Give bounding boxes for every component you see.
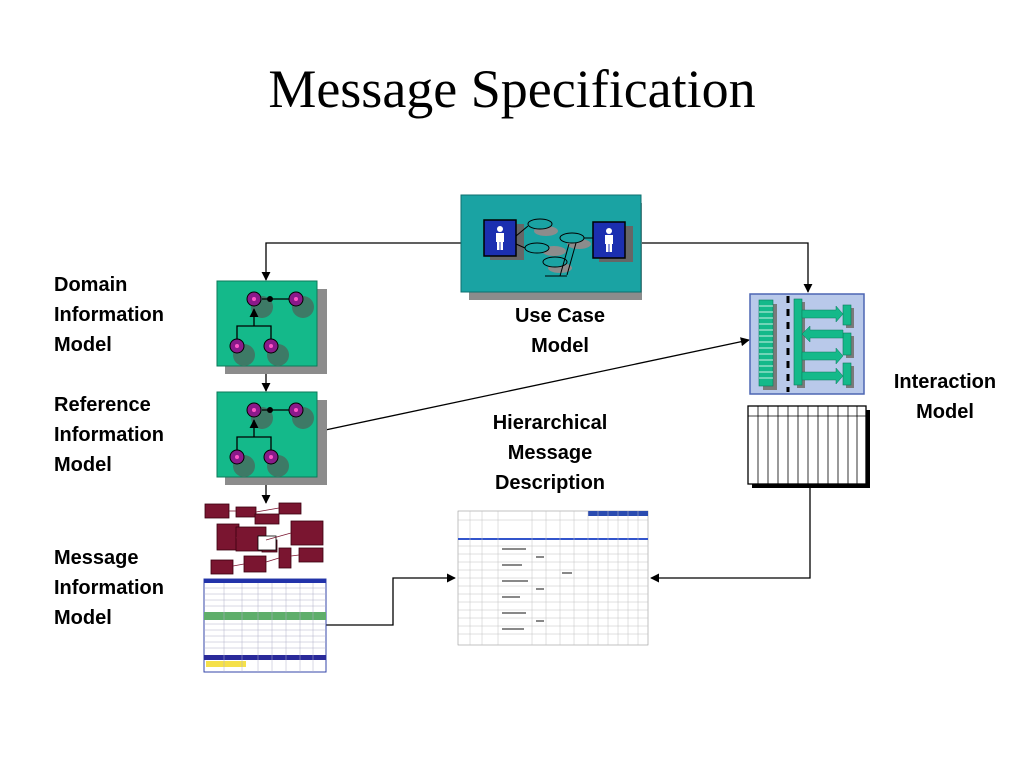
connector-interaction-to-hmd <box>650 488 811 583</box>
connector-reference-to-interaction <box>315 337 750 433</box>
reference-information-model-image <box>216 391 327 485</box>
use-case-model-label: Use Case Model <box>514 305 606 357</box>
domain-information-model-image <box>216 280 327 374</box>
connector-usecase-to-domain <box>261 242 461 281</box>
domain-information-model-label: Domain Information Model <box>54 274 164 356</box>
use-case-ellipses <box>515 218 593 277</box>
interaction-model-label: Interaction Model <box>893 371 997 423</box>
interaction-model-image <box>747 293 870 488</box>
use-case-model-image <box>460 194 642 300</box>
actor-right-icon <box>605 228 613 252</box>
connectors <box>261 242 813 626</box>
mim-diagram-thumbnail <box>204 502 324 575</box>
hmd-table-thumbnail <box>457 510 649 646</box>
hierarchical-message-description-label: Hierarchical Message Description <box>492 412 608 494</box>
interaction-list-bar <box>758 299 774 387</box>
mim-table-thumbnail <box>203 578 327 673</box>
slide-title: Message Specification <box>268 59 756 119</box>
reference-information-model-label: Reference Information Model <box>54 394 164 476</box>
message-information-model-label: Message Information Model <box>54 547 164 629</box>
message-information-model-image <box>203 502 327 673</box>
actor-left-icon <box>496 226 504 250</box>
interaction-grid-table <box>748 406 866 484</box>
connector-message-to-hmd <box>326 573 456 626</box>
connector-usecase-to-interaction <box>641 242 813 293</box>
